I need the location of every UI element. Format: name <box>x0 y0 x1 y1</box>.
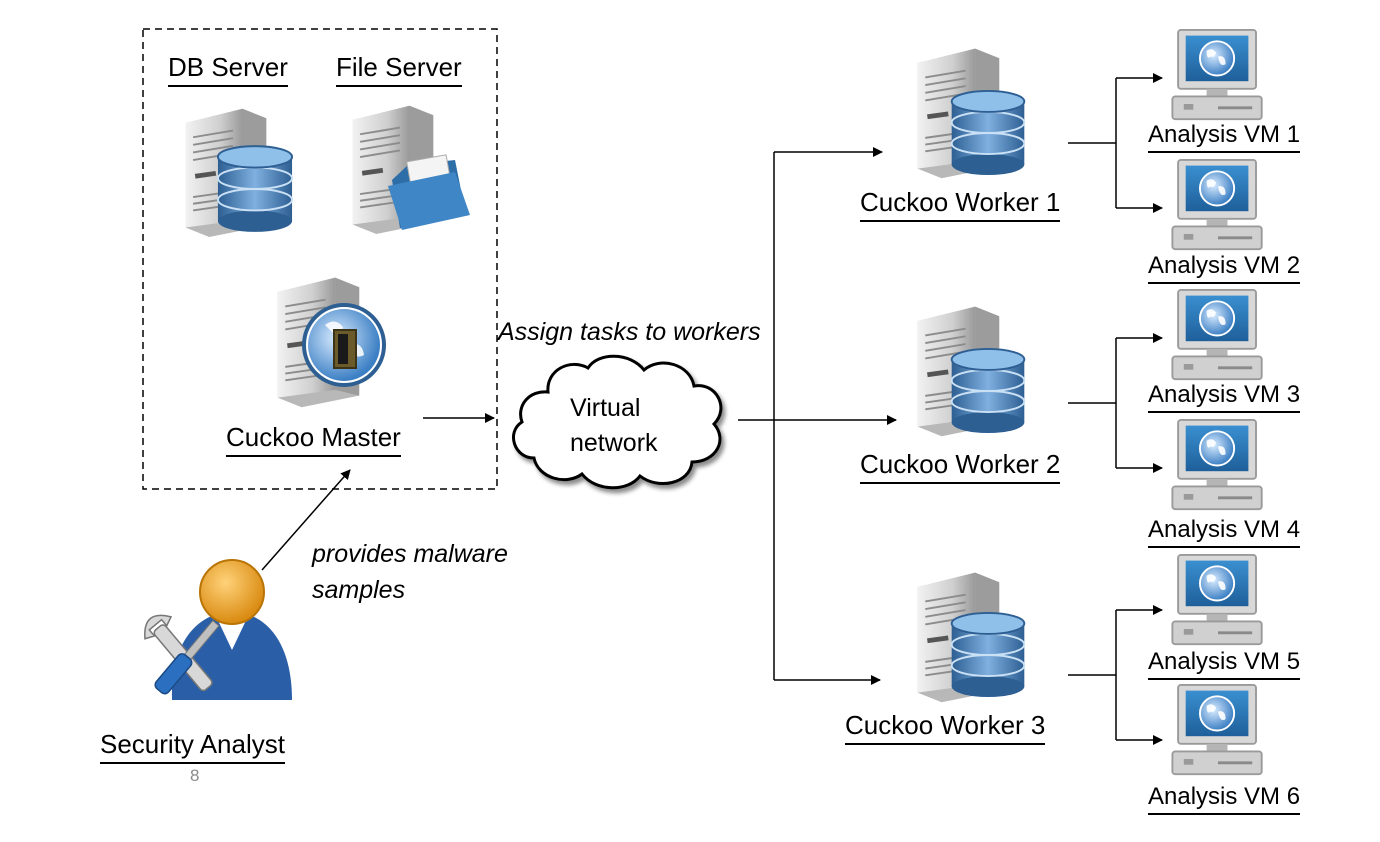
vm-label: Analysis VM 4 <box>1148 516 1301 548</box>
file-server-icon <box>351 104 470 235</box>
master-label: Cuckoo Master <box>226 422 401 457</box>
worker-server-icon <box>916 47 1026 180</box>
provides-samples-line1: provides malware <box>312 540 508 568</box>
vm-label: Analysis VM 3 <box>1148 381 1301 413</box>
master-server-icon <box>276 276 386 408</box>
network-label-line2: network <box>570 429 658 457</box>
vm-computer-icon <box>1170 683 1264 776</box>
vm-computer-icon <box>1170 288 1264 381</box>
vm-label: Analysis VM 6 <box>1148 783 1301 815</box>
db-server-label: DB Server <box>168 52 288 87</box>
assign-tasks-annotation: Assign tasks to workers <box>498 318 761 346</box>
master-group-box <box>142 28 498 490</box>
page-number: 8 <box>190 766 200 785</box>
network-label-line1: Virtual <box>570 394 641 422</box>
analyst-icon <box>144 559 292 700</box>
cloud-icon <box>512 354 723 490</box>
analyst-label: Security Analyst <box>100 729 285 764</box>
worker-label: Cuckoo Worker 3 <box>845 710 1046 745</box>
vm-label: Analysis VM 2 <box>1148 252 1301 284</box>
worker-label: Cuckoo Worker 2 <box>860 449 1061 484</box>
vm-label: Analysis VM 5 <box>1148 648 1301 680</box>
db-server-icon <box>184 107 294 238</box>
worker-server-icon <box>916 305 1026 438</box>
worker-label: Cuckoo Worker 1 <box>860 187 1061 222</box>
file-server-label: File Server <box>336 52 462 87</box>
vm-label: Analysis VM 1 <box>1148 121 1301 153</box>
provides-samples-line2: samples <box>312 576 406 604</box>
worker-server-icon <box>916 571 1026 704</box>
vm-computer-icon <box>1170 158 1264 251</box>
vm-computer-icon <box>1170 28 1264 121</box>
vm-computer-icon <box>1170 553 1264 646</box>
vm-computer-icon <box>1170 418 1264 511</box>
